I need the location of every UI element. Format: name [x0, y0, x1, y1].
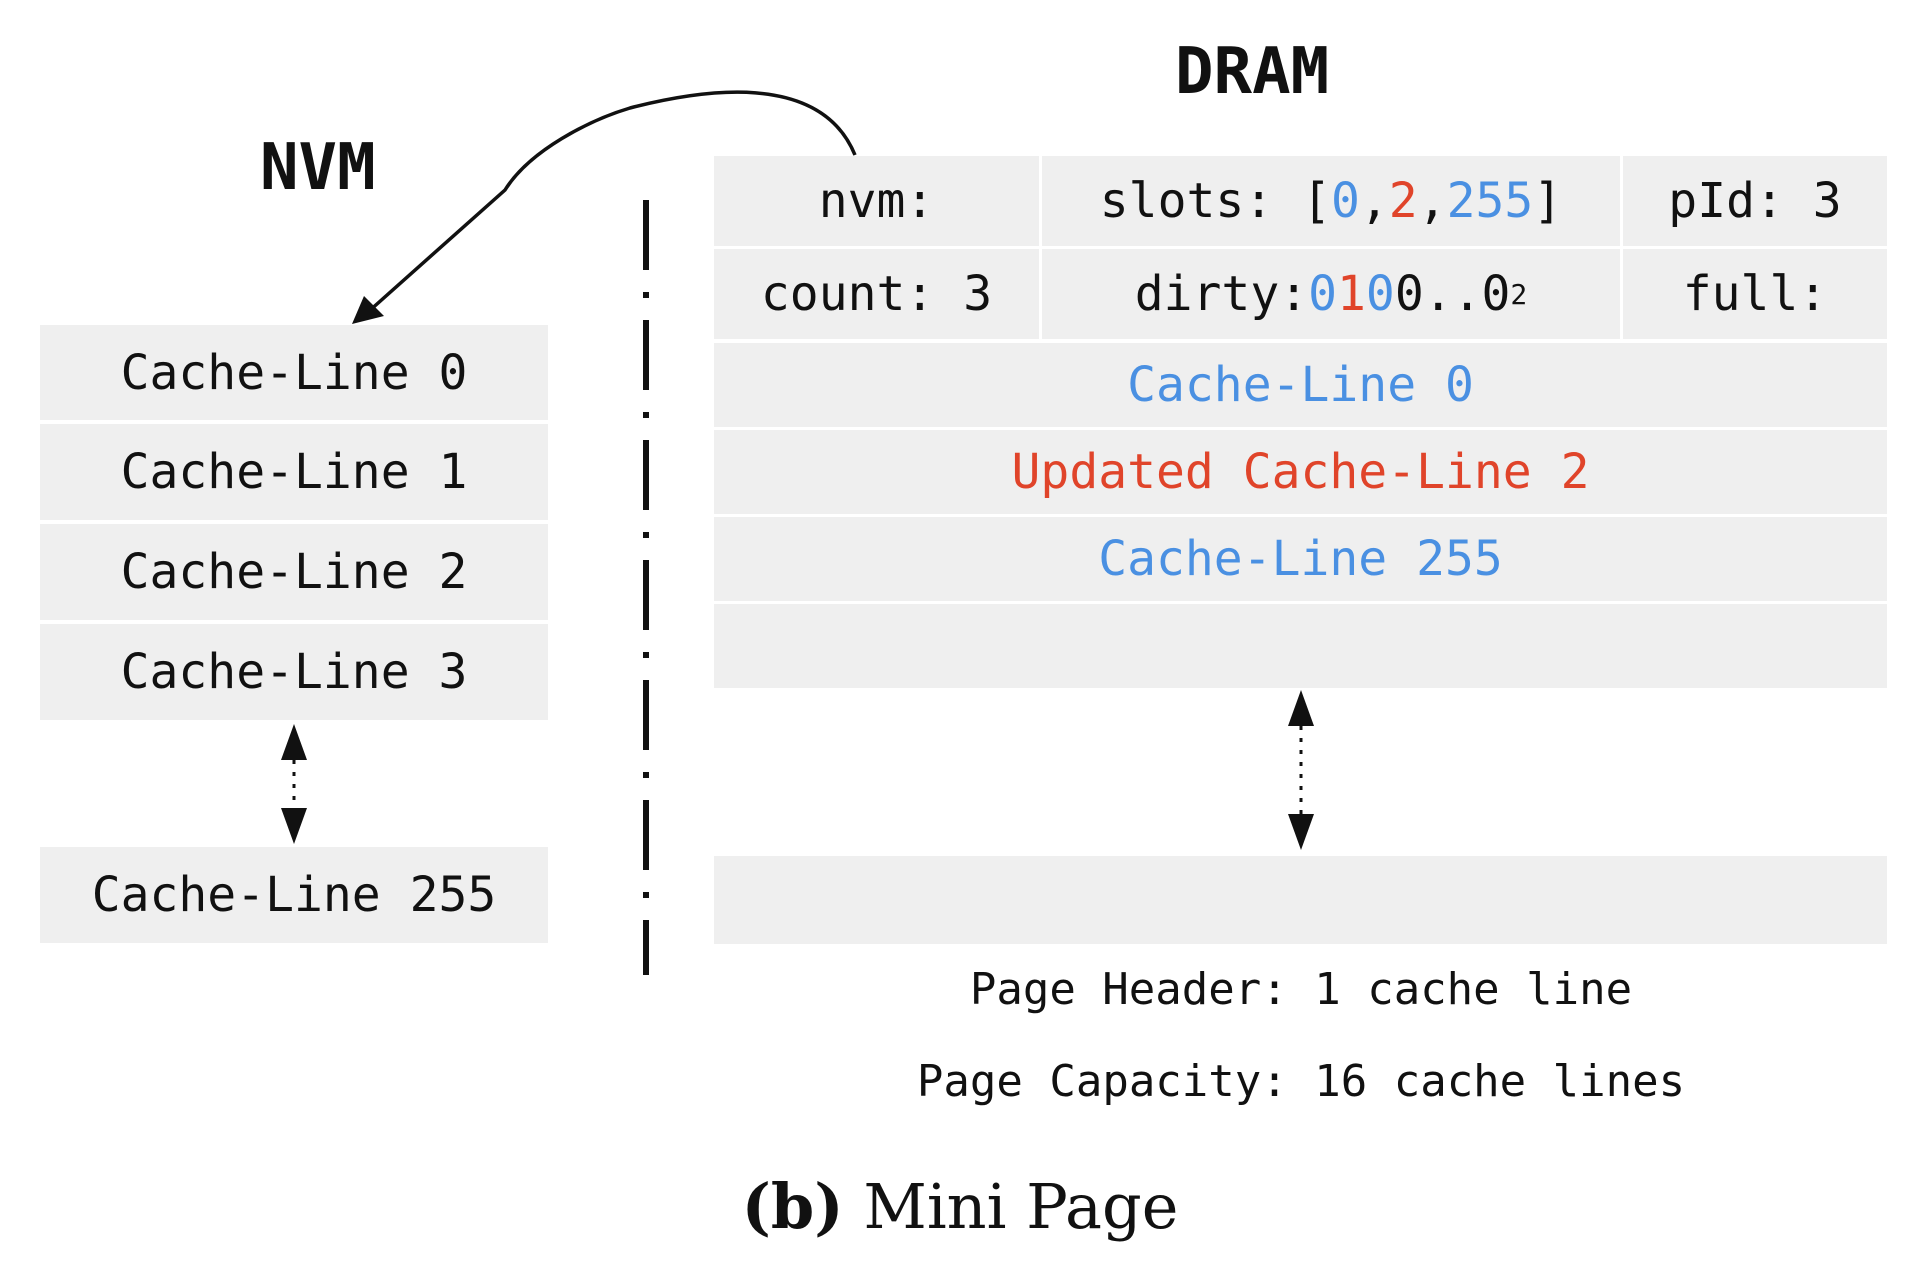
- slots-separator: ,: [1417, 173, 1447, 229]
- dirty-bit: 0: [1365, 266, 1395, 322]
- page-header-note: Page Header: 1 cache line: [969, 964, 1633, 1015]
- nvm-ellipsis-arrowhead-down: [281, 808, 307, 844]
- nvm-pointer-arrowhead: [352, 296, 384, 324]
- slots-separator: ,: [1359, 173, 1389, 229]
- header-nvm-pointer: nvm:: [714, 156, 1039, 246]
- header-slots: slots: [0, 2, 255]: [1042, 156, 1620, 246]
- slots-close: ]: [1533, 173, 1563, 229]
- caption-title: Mini Page: [843, 1170, 1179, 1243]
- header-count: count: 3: [714, 249, 1039, 339]
- dirty-bit: 1: [1337, 266, 1366, 322]
- dram-empty-slot: [714, 604, 1887, 688]
- dram-empty-slot-last: [714, 856, 1887, 944]
- header-pid: pId: 3: [1623, 156, 1887, 246]
- caption-label: (b): [741, 1170, 844, 1243]
- dram-ellipsis-arrowhead-up: [1288, 690, 1314, 726]
- dirty-base: 2: [1510, 277, 1528, 311]
- dram-ellipsis-arrowhead-down: [1288, 814, 1314, 850]
- dram-heading: DRAM: [1175, 35, 1330, 109]
- dram-cache-line: Cache-Line 255: [714, 517, 1887, 601]
- nvm-cache-line: Cache-Line 1: [40, 424, 548, 520]
- nvm-cache-line-last: Cache-Line 255: [40, 847, 548, 943]
- dirty-rest: 0..0: [1394, 266, 1511, 322]
- dram-cache-line-dirty: Updated Cache-Line 2: [714, 430, 1887, 514]
- dirty-label: dirty:: [1134, 266, 1309, 322]
- dirty-bit: 0: [1308, 266, 1338, 322]
- nvm-cache-line: Cache-Line 3: [40, 624, 548, 720]
- nvm-cache-line: Cache-Line 0: [40, 325, 548, 420]
- slot-value: 255: [1446, 173, 1534, 229]
- page-capacity-note: Page Capacity: 16 cache lines: [916, 1056, 1686, 1107]
- slot-value: 0: [1330, 173, 1360, 229]
- nvm-heading: NVM: [260, 131, 376, 205]
- figure-caption: (b) Mini Page: [0, 1170, 1920, 1243]
- header-full: full:: [1623, 249, 1887, 339]
- dram-cache-line: Cache-Line 0: [714, 343, 1887, 427]
- nvm-ellipsis-arrowhead-up: [281, 724, 307, 760]
- nvm-cache-line: Cache-Line 2: [40, 524, 548, 620]
- slot-value: 2: [1388, 173, 1418, 229]
- slots-label: slots: [: [1099, 173, 1331, 229]
